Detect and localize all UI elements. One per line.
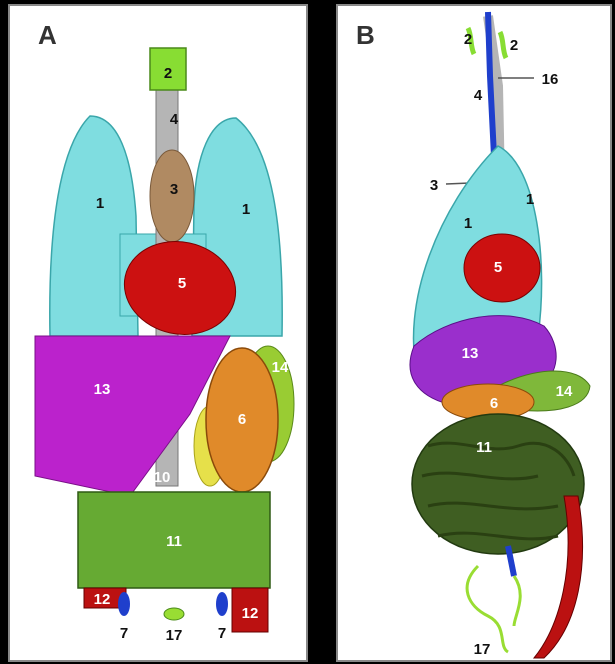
label-a-3: 3 (170, 181, 178, 198)
label-b-1-top: 1 (526, 191, 534, 208)
label-b-3: 3 (430, 177, 438, 194)
label-a-14: 14 (272, 359, 289, 376)
label-b-2-right: 2 (510, 37, 518, 54)
panel-b: B 2 2 16 4 3 1 1 5 13 14 6 (336, 4, 612, 662)
label-b-14: 14 (556, 383, 573, 400)
label-b-13: 13 (462, 345, 479, 362)
panel-b-diagram: 2 2 16 4 3 1 1 5 13 14 6 11 12 17 (338, 6, 614, 664)
label-a-7-right: 7 (218, 625, 226, 642)
label-a-6: 6 (238, 411, 246, 428)
label-a-13: 13 (94, 381, 111, 398)
label-b-6: 6 (490, 395, 498, 412)
bladder-shape (164, 608, 184, 620)
label-a-1-left: 1 (96, 195, 104, 212)
label-a-4: 4 (170, 111, 179, 128)
label-a-10: 10 (154, 469, 171, 486)
thyroid-b-right-shape (500, 32, 506, 58)
intestine-b-shape (412, 414, 584, 554)
bladder-b-shape (467, 566, 520, 652)
label-b-4: 4 (474, 87, 483, 104)
label-a-5: 5 (178, 275, 186, 292)
label-a-17: 17 (166, 627, 183, 644)
label-b-2-left: 2 (464, 31, 472, 48)
label-b-16: 16 (542, 71, 559, 88)
ureter-right-shape (216, 592, 228, 616)
panel-a-diagram: 2 4 3 1 1 5 13 14 6 10 11 12 12 7 7 17 (10, 6, 310, 664)
label-b-5: 5 (494, 259, 502, 276)
label-b-11: 11 (476, 439, 492, 456)
label-b-12: 12 (550, 545, 567, 562)
label-a-7-left: 7 (120, 625, 128, 642)
label-a-12-right: 12 (242, 605, 259, 622)
label-b-17: 17 (474, 641, 491, 658)
label-b-1-left: 1 (464, 215, 472, 232)
label-a-2: 2 (164, 65, 172, 82)
ureter-left-shape (118, 592, 130, 616)
label-a-12-left: 12 (94, 591, 111, 608)
label-a-1-right: 1 (242, 201, 250, 218)
panel-a: A 2 4 3 1 1 5 13 14 (8, 4, 308, 662)
label-a-11: 11 (166, 533, 182, 550)
